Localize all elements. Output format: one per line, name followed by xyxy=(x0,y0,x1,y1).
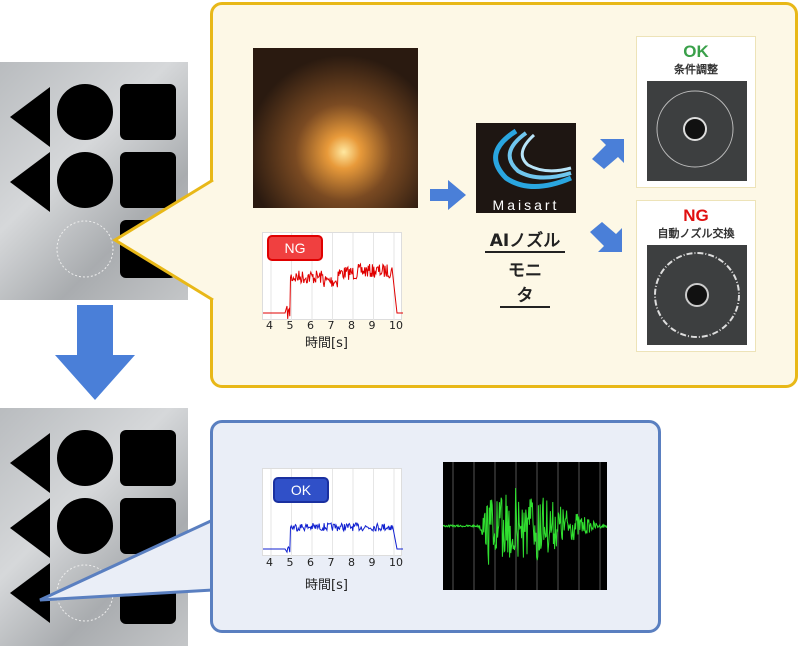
x-tick-label: 9 xyxy=(368,556,376,569)
x-tick-label: 6 xyxy=(307,319,314,332)
metal-plate-bottom xyxy=(0,408,188,646)
x-tick-label: 6 xyxy=(307,556,314,569)
ok-signal-line xyxy=(263,521,403,554)
ng-badge: NG xyxy=(267,235,323,261)
x-tick-label: 10 xyxy=(389,556,403,569)
x-tick-label: 5 xyxy=(286,556,294,569)
maisart-logo: Maisart xyxy=(476,123,576,213)
damaged-nozzle-image xyxy=(647,245,747,345)
x-tick-label: 4 xyxy=(266,556,273,569)
ng-result-card: NG 自動ノズル交換 xyxy=(636,200,756,352)
x-axis-label: 時間[s] xyxy=(305,336,348,351)
ng-status: NG xyxy=(683,206,709,225)
ai-nozzle-monitor-label-1: AIノズル xyxy=(485,226,565,253)
x-tick-label: 7 xyxy=(327,556,335,569)
ok-sound-graph: OK xyxy=(262,468,403,557)
ok-badge: OK xyxy=(273,477,329,503)
x-tick-label: 8 xyxy=(348,556,355,569)
ng-signal-line xyxy=(263,262,403,319)
ok-status: OK xyxy=(683,42,709,61)
x-tick-label: 5 xyxy=(286,319,294,332)
x-tick-label: 7 xyxy=(327,319,335,332)
good-nozzle-image xyxy=(647,81,747,181)
ok-caption: 条件調整 xyxy=(674,63,718,76)
right-arrow-icon xyxy=(430,180,466,210)
ng-caption: 自動ノズル交換 xyxy=(657,227,735,240)
ng-sound-graph: NG xyxy=(262,232,403,321)
up-right-arrow-icon xyxy=(592,139,624,169)
waveform-signal xyxy=(442,487,608,565)
x-tick-label: 10 xyxy=(389,319,403,332)
x-tick-label: 4 xyxy=(266,319,273,332)
ai-nozzle-monitor-label-2: モニタ xyxy=(500,256,550,308)
x-tick-label: 8 xyxy=(348,319,355,332)
cut-shapes-bottom xyxy=(10,430,176,624)
logo-swoosh-icon xyxy=(493,128,572,189)
acoustic-waveform xyxy=(442,462,608,590)
ok-result-card: OK 条件調整 xyxy=(636,36,756,188)
down-right-arrow-icon xyxy=(590,222,622,252)
x-axis-label-bottom: 時間[s] xyxy=(305,578,348,593)
x-tick-label: 9 xyxy=(368,319,376,332)
laser-processing-photo xyxy=(253,48,418,208)
logo-text: Maisart xyxy=(492,197,560,213)
down-arrow-icon xyxy=(55,305,135,400)
